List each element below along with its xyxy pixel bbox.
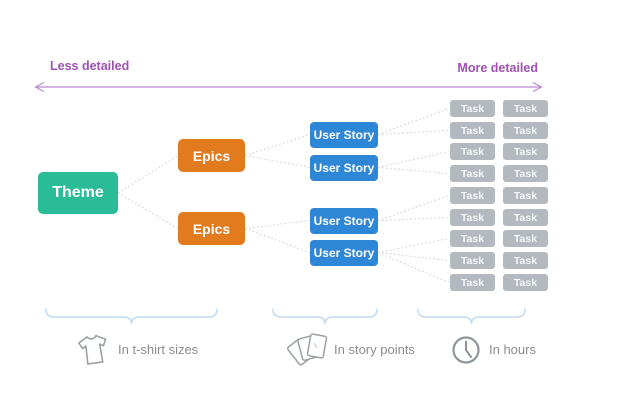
- tree-connectors: [117, 107, 450, 284]
- task-node: Task: [450, 122, 495, 139]
- task-node: Task: [450, 187, 495, 204]
- arrowhead-left-icon: [34, 81, 45, 93]
- brace-theme-epics: [45, 308, 218, 325]
- task-node: Task: [503, 209, 548, 226]
- axis-label-less-detailed: Less detailed: [50, 59, 130, 73]
- axis-label-more-detailed: More detailed: [457, 61, 538, 75]
- task-node: Task: [450, 165, 495, 182]
- task-node: Task: [450, 143, 495, 160]
- detail-axis-arrow: [34, 81, 543, 93]
- cards-icon: [286, 333, 328, 366]
- epic-node: Epics: [178, 212, 245, 245]
- task-node: Task: [503, 274, 548, 291]
- brace-stories: [272, 308, 378, 325]
- task-node: Task: [450, 209, 495, 226]
- user-story-node: User Story: [310, 240, 378, 266]
- legend-label-hours: In hours: [489, 342, 536, 357]
- task-node: Task: [503, 230, 548, 247]
- task-node: Task: [450, 230, 495, 247]
- task-node: Task: [503, 165, 548, 182]
- tshirt-icon: [78, 334, 107, 365]
- task-node: Task: [503, 100, 548, 117]
- legend-label-story-points: In story points: [334, 342, 415, 357]
- theme-node: Theme: [38, 172, 118, 214]
- user-story-node: User Story: [310, 208, 378, 234]
- clock-icon: [452, 336, 480, 364]
- arrowhead-right-icon: [532, 81, 543, 93]
- task-node: Task: [503, 187, 548, 204]
- task-node: Task: [503, 143, 548, 160]
- user-story-node: User Story: [310, 122, 378, 148]
- task-node: Task: [450, 100, 495, 117]
- task-node: Task: [450, 252, 495, 269]
- brace-tasks: [417, 308, 526, 325]
- user-story-node: User Story: [310, 155, 378, 181]
- grouping-braces: [45, 308, 526, 325]
- task-node: Task: [450, 274, 495, 291]
- task-node: Task: [503, 122, 548, 139]
- epic-node: Epics: [178, 139, 245, 172]
- task-node: Task: [503, 252, 548, 269]
- legend-label-tshirt: In t-shirt sizes: [118, 342, 199, 357]
